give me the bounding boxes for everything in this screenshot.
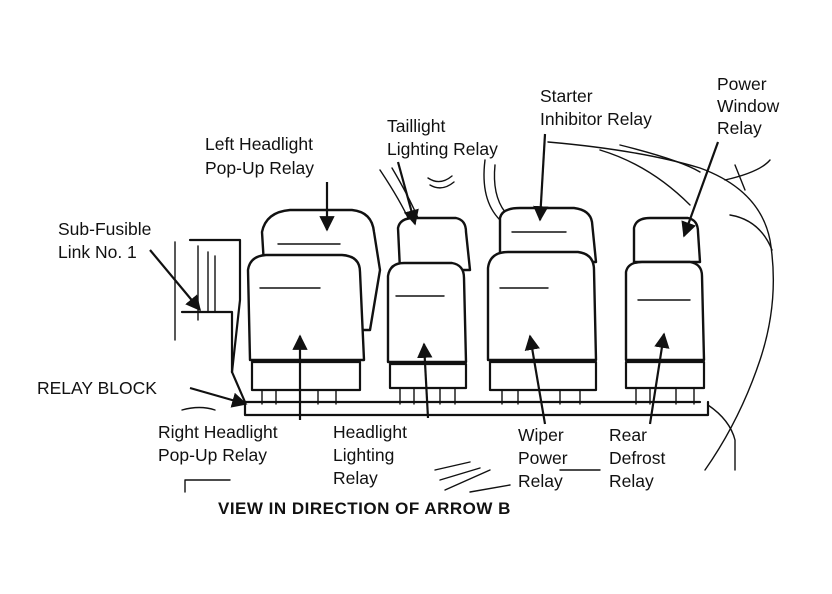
label-left-headlight: Left Headlight Pop-Up Relay — [205, 134, 318, 178]
label-rear-defrost: Rear Defrost Relay — [609, 425, 670, 491]
leader-wiper — [524, 334, 547, 425]
caption: VIEW IN DIRECTION OF ARROW B — [218, 499, 511, 518]
label-power-window: Power Window Relay — [717, 74, 784, 138]
right-headlight-relay — [246, 253, 366, 405]
leader-power-window — [681, 141, 720, 238]
rear-defrost-relay — [624, 260, 706, 405]
leader-relay-block — [189, 386, 248, 408]
leader-starter — [533, 133, 549, 222]
leader-sub-fusible — [149, 249, 201, 312]
starter-inhibitor-relay — [498, 206, 598, 264]
power-window-relay — [632, 216, 702, 264]
wiper-power-relay — [486, 250, 598, 405]
label-wiper: Wiper Power Relay — [518, 425, 572, 491]
leader-headlight-lighting — [417, 342, 433, 419]
label-headlight-lighting: Headlight Lighting Relay — [333, 422, 412, 488]
label-sub-fusible: Sub-Fusible Link No. 1 — [58, 219, 156, 262]
leader-taillight — [396, 161, 419, 226]
leader-lines — [149, 133, 720, 425]
label-relay-block: RELAY BLOCK — [37, 378, 157, 398]
label-taillight: Taillight Lighting Relay — [387, 116, 498, 159]
label-starter: Starter Inhibitor Relay — [540, 86, 652, 129]
taillight-relay — [396, 216, 472, 272]
leader-rear-defrost — [648, 332, 670, 425]
label-right-headlight: Right Headlight Pop-Up Relay — [158, 422, 283, 465]
headlight-lighting-relay — [386, 261, 468, 405]
